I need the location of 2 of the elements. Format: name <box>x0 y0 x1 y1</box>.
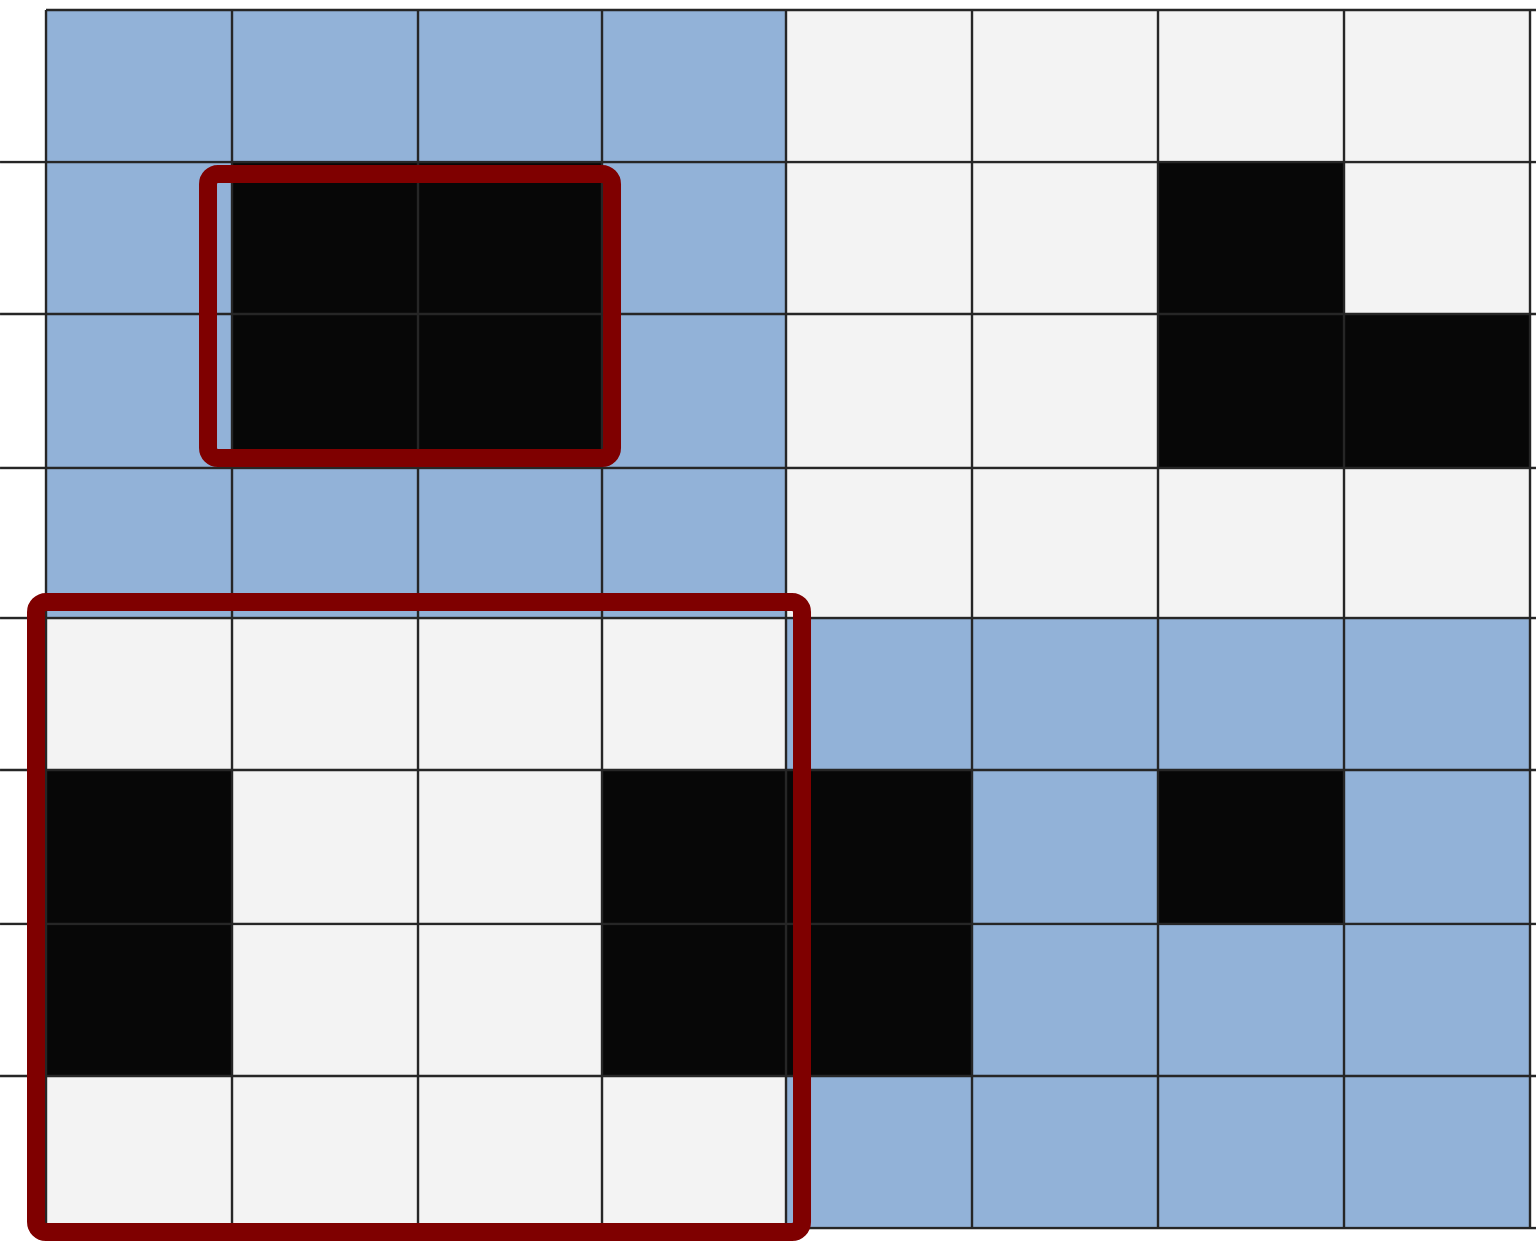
highlight-frame <box>199 165 621 467</box>
highlight-frame <box>27 593 811 1241</box>
